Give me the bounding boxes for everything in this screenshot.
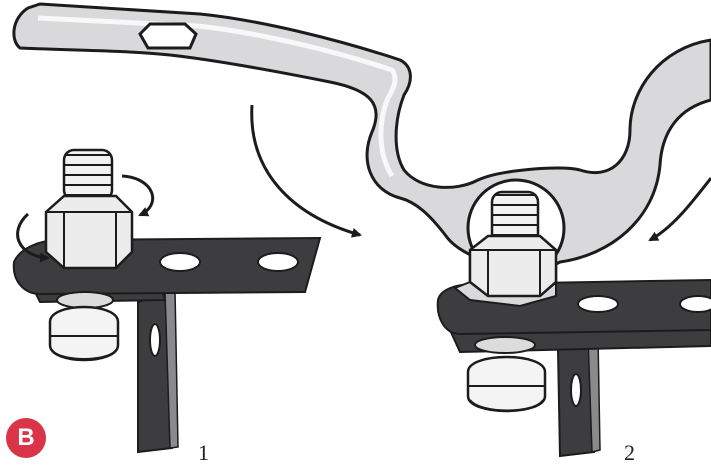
rotation-arrow-right (121, 174, 155, 217)
motion-arrow-2 (648, 177, 711, 242)
strip-hole (159, 252, 201, 272)
rotation-arrow-left (16, 212, 50, 263)
hex-nut-2-front (468, 234, 558, 298)
panel-1 (12, 104, 362, 454)
bracket-hole (570, 373, 582, 407)
strip-hole (679, 295, 711, 313)
strip-hole (257, 252, 299, 272)
bracket-hole (149, 323, 161, 357)
wrench-hex-socket (138, 22, 198, 50)
screw-head-2 (466, 336, 547, 413)
step-label-1: 1 (198, 440, 209, 465)
hex-nut-1 (44, 194, 134, 270)
screw-head-1 (48, 291, 120, 362)
figure-badge: B (6, 418, 46, 458)
step-label-2: 2 (624, 440, 635, 465)
motion-arrow (250, 104, 362, 238)
strip-hole (577, 295, 619, 313)
angle-bracket-1 (28, 280, 179, 454)
bolt-thread-1 (62, 148, 114, 202)
